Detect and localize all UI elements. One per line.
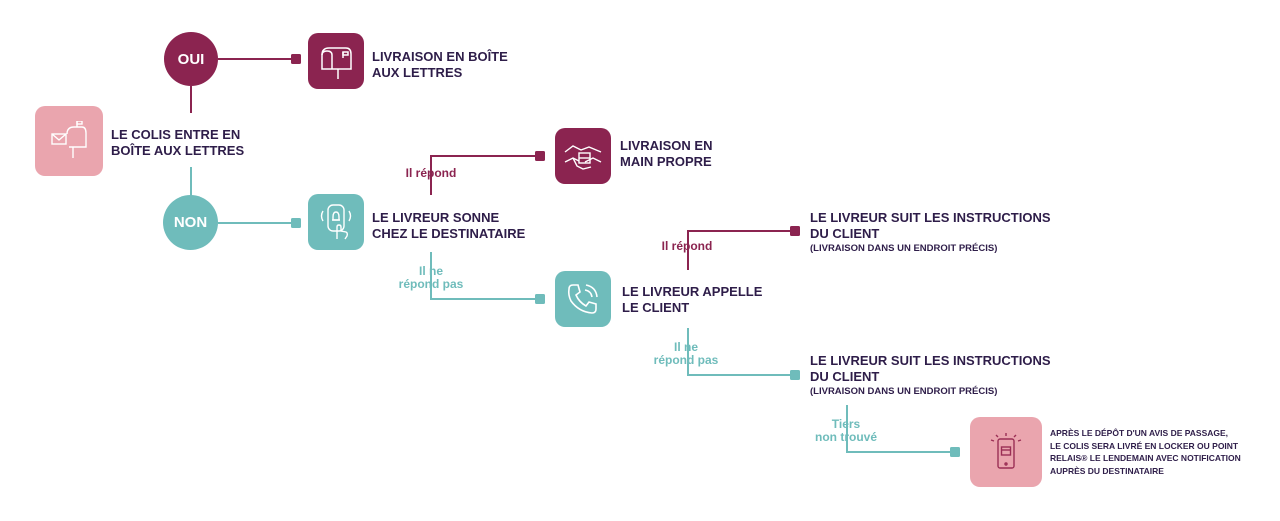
connector-no-answer-doorbell: [430, 252, 540, 300]
oui-label: OUI: [177, 50, 205, 68]
phone-box: [555, 271, 611, 327]
connector-end-mailbox: [291, 54, 301, 64]
branch-answers-call: Il répond: [661, 239, 713, 253]
connector-answers-call: [687, 230, 795, 270]
non-label: NON: [173, 214, 208, 231]
branch-answers-doorbell: Il répond: [405, 166, 457, 180]
handshake-box: [555, 128, 611, 184]
mailbox-icon: [321, 47, 352, 79]
smartphone-box: [970, 417, 1042, 487]
connector-end-handshake: [535, 151, 545, 161]
mailbox-envelope-icon: [51, 121, 87, 158]
handshake-parcel-icon: [564, 145, 602, 170]
oui-circle: OUI: [164, 32, 218, 86]
connector-end-smartphone: [950, 447, 960, 457]
non-circle: NON: [163, 195, 218, 250]
connector-third-party: [846, 405, 955, 453]
smartphone-parcel-icon: [990, 433, 1022, 469]
connector-end-instructions-2: [790, 370, 800, 380]
phone-icon: [567, 284, 598, 314]
connector-end-phone: [535, 294, 545, 304]
connector-end-instructions-1: [790, 226, 800, 236]
doorbell-box: [308, 194, 364, 250]
connector-end-doorbell: [291, 218, 301, 228]
mailbox-delivery-box: [308, 33, 364, 89]
connector-no-answer-call: [687, 328, 795, 376]
start-mailbox-box: [35, 106, 103, 176]
connector-answers-doorbell: [430, 155, 540, 195]
notice-label: APRÈS LE DÉPÔT D'UN AVIS DE PASSAGE, LE …: [1050, 428, 1241, 476]
doorbell-icon: [320, 204, 352, 240]
